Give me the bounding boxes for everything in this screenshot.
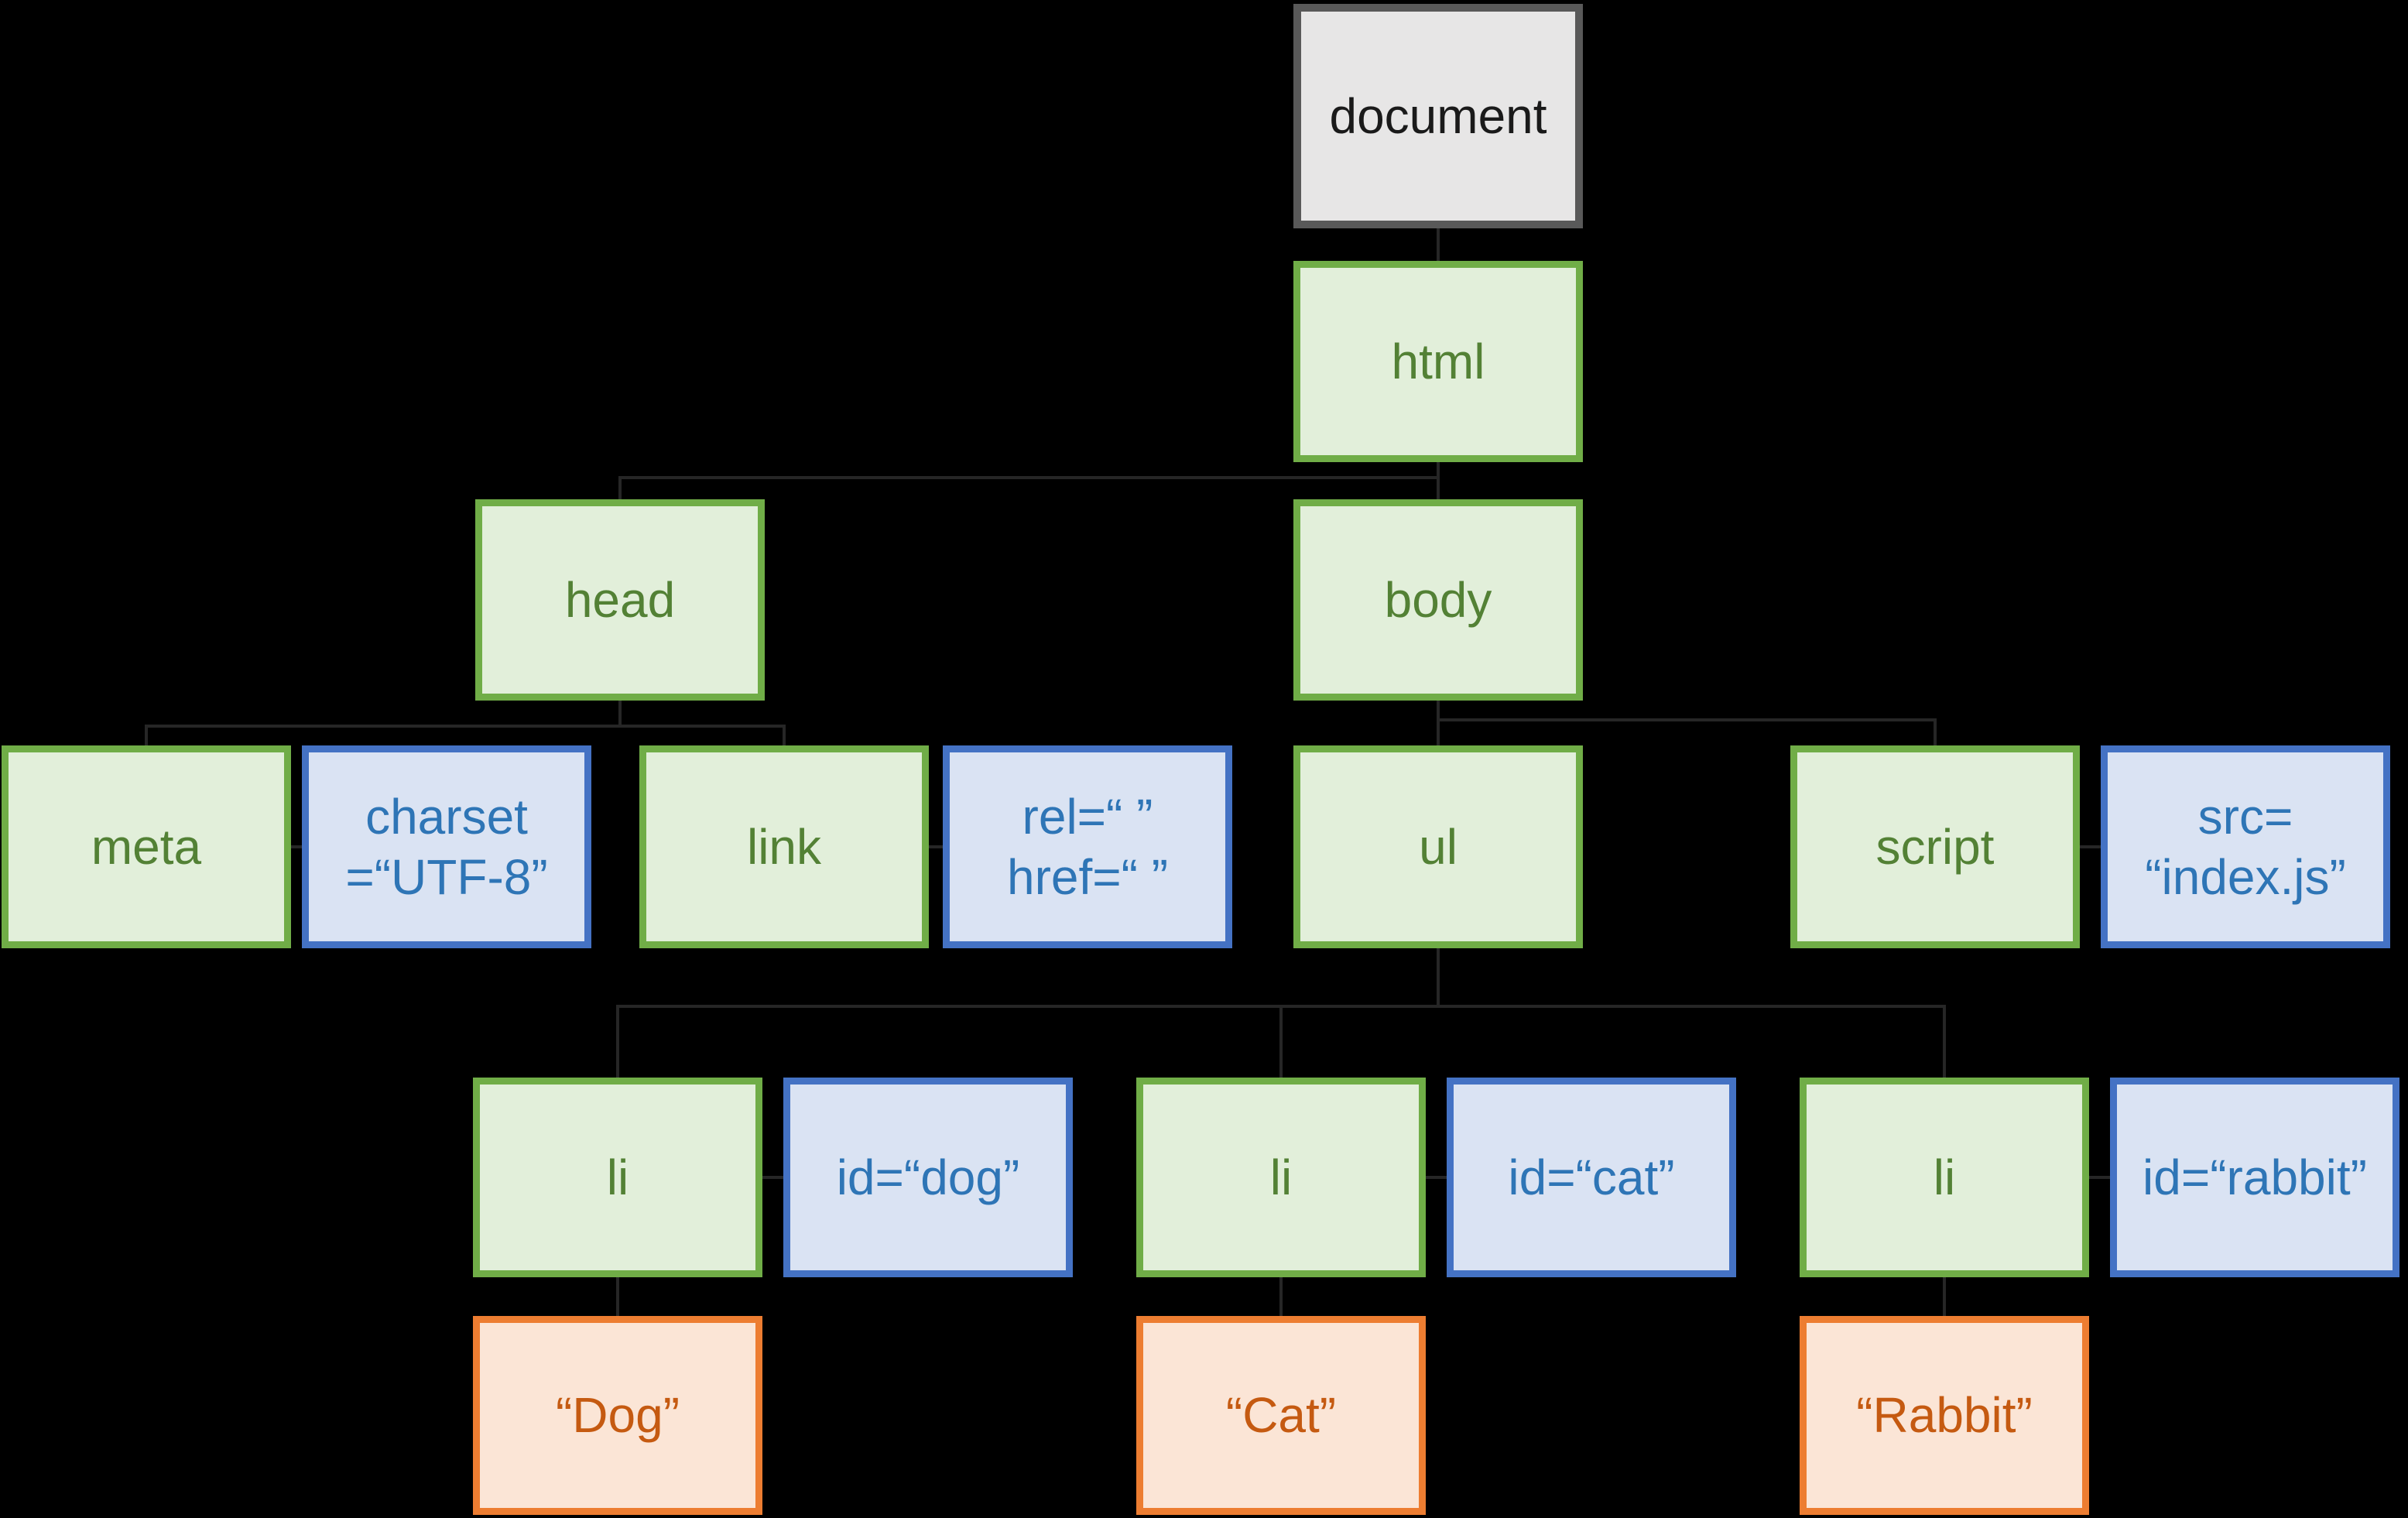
node-ul: ul [1293, 745, 1583, 948]
node-script-label: script [1875, 818, 1995, 875]
connector-li-id-cat [1423, 1176, 1450, 1179]
text-node-dog: “Dog” [473, 1316, 762, 1515]
attr-src: src= “index.js” [2101, 745, 2390, 948]
connector-head-stub [618, 701, 622, 728]
connector-li-id-dog [759, 1176, 786, 1179]
node-head: head [475, 499, 765, 701]
node-li-cat-label: li [1269, 1149, 1293, 1205]
node-meta-label: meta [91, 818, 202, 875]
node-document-label: document [1329, 87, 1547, 144]
node-html-label: html [1391, 333, 1485, 389]
connector-ul-stub [1437, 948, 1440, 1006]
attr-src-label: src= “index.js” [2145, 788, 2346, 905]
text-node-dog-label: “Dog” [555, 1387, 680, 1444]
connector-li-text-cat [1279, 1277, 1283, 1316]
connector-li-id-rabbit [2086, 1176, 2113, 1179]
connector-head-branch [145, 725, 786, 728]
connector-html-branch [618, 476, 1438, 479]
connector-head-meta [145, 725, 148, 745]
node-meta: meta [2, 745, 291, 948]
node-document: document [1293, 4, 1583, 228]
attr-rel-href: rel=“ ” href=“ ” [943, 745, 1232, 948]
node-link: link [639, 745, 929, 948]
node-li-rabbit-label: li [1933, 1149, 1956, 1205]
connector-ul-li-dog [616, 1005, 619, 1078]
connector-li-text-dog [616, 1277, 619, 1316]
text-node-cat: “Cat” [1136, 1316, 1426, 1515]
attr-id-dog-label: id=“dog” [836, 1149, 1020, 1205]
text-node-rabbit: “Rabbit” [1800, 1316, 2089, 1515]
attr-id-cat: id=“cat” [1447, 1078, 1736, 1277]
connector-body-ul [1437, 701, 1440, 745]
attr-rel-href-label: rel=“ ” href=“ ” [1006, 788, 1169, 905]
attr-charset: charset =“UTF-8” [302, 745, 591, 948]
connector-ul-li-cat [1279, 1005, 1283, 1078]
node-li-cat: li [1136, 1078, 1426, 1277]
attr-id-dog: id=“dog” [783, 1078, 1073, 1277]
attr-id-cat-label: id=“cat” [1508, 1149, 1675, 1205]
node-body: body [1293, 499, 1583, 701]
connector-ul-li-rabbit [1943, 1005, 1946, 1078]
node-script: script [1790, 745, 2080, 948]
connector-meta-charset [286, 845, 306, 848]
node-li-rabbit: li [1800, 1078, 2089, 1277]
node-html: html [1293, 261, 1583, 462]
node-link-label: link [746, 818, 822, 875]
connector-html-head [618, 476, 622, 499]
attr-id-rabbit-label: id=“rabbit” [2143, 1149, 2367, 1205]
connector-document-html [1437, 228, 1440, 261]
node-ul-label: ul [1419, 818, 1457, 875]
attr-charset-label: charset =“UTF-8” [345, 788, 548, 905]
connector-head-link [783, 725, 786, 745]
connector-html-body [1437, 462, 1440, 499]
connector-li-text-rabbit [1943, 1277, 1946, 1316]
connector-script-src [2077, 845, 2104, 848]
node-li-dog: li [473, 1078, 762, 1277]
node-body-label: body [1384, 571, 1492, 628]
node-head-label: head [564, 571, 676, 628]
connector-body-branch [1437, 718, 1937, 721]
text-node-rabbit-label: “Rabbit” [1856, 1387, 2033, 1444]
connector-link-rel [926, 845, 946, 848]
attr-id-rabbit: id=“rabbit” [2110, 1078, 2399, 1277]
node-li-dog-label: li [606, 1149, 629, 1205]
connector-body-script [1934, 718, 1937, 745]
text-node-cat-label: “Cat” [1225, 1387, 1337, 1444]
